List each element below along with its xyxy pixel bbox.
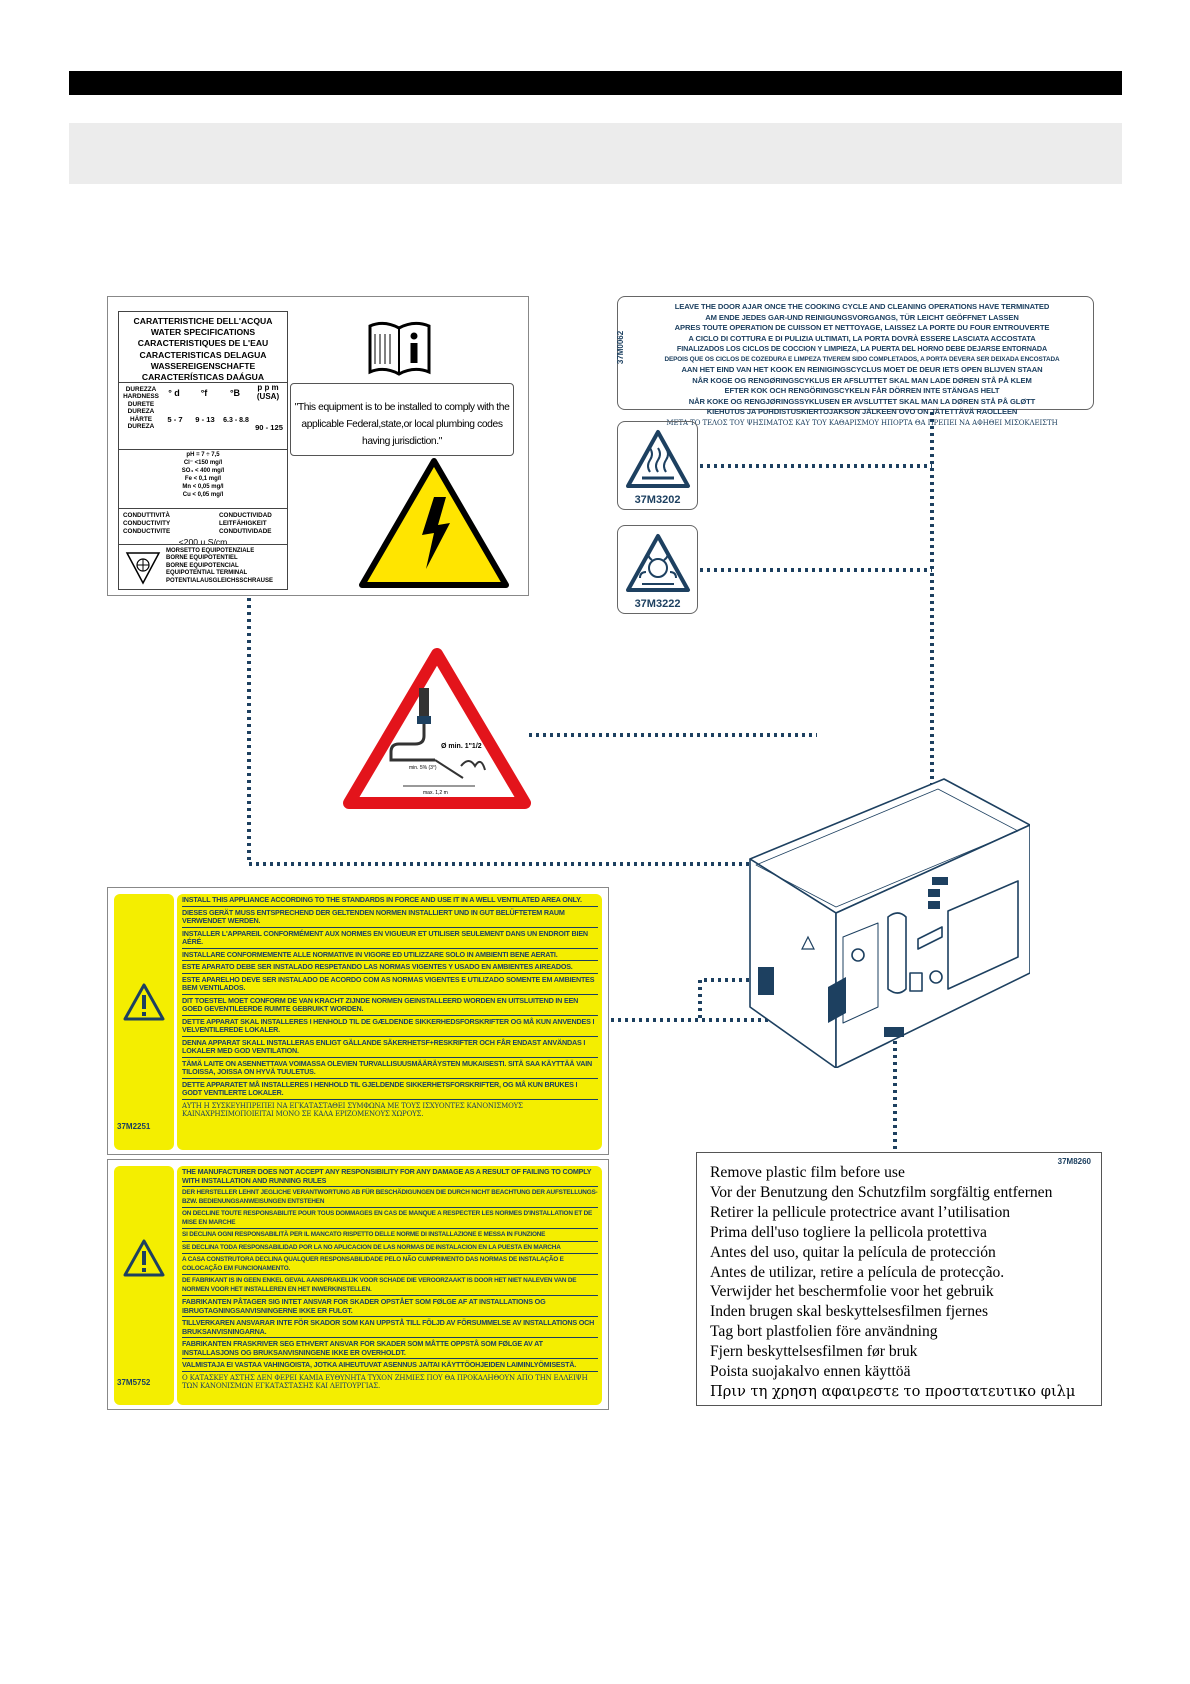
door-ajar-label: 37M0062 LEAVE THE DOOR AJAR ONCE THE COO… bbox=[616, 296, 1094, 427]
value-ppm: 90 - 125 bbox=[255, 423, 283, 432]
unit-b: °B bbox=[229, 388, 241, 398]
water-spec-titles: CARATTERISTICHE DELL'ACQUA WATER SPECIFI… bbox=[133, 316, 273, 383]
value-b: 6.3 - 8.8 bbox=[223, 417, 249, 424]
water-specifications-label: CARATTERISTICHE DELL'ACQUA WATER SPECIFI… bbox=[107, 296, 529, 596]
high-voltage-icon bbox=[359, 458, 509, 588]
water-spec-panel: CARATTERISTICHE DELL'ACQUA WATER SPECIFI… bbox=[118, 311, 288, 550]
value-f: 9 - 13 bbox=[195, 415, 215, 424]
conductivity-section: CONDUTTIVITÀ CONDUCTIVITY CONDUCTIVITE C… bbox=[119, 508, 287, 551]
door-label-code: 37M0062 bbox=[616, 330, 626, 365]
hot-surface-label: 37M3202 bbox=[617, 421, 698, 510]
drain-warning-icon: Ø min. 1"1/2 min. 5% (3°) max. 1,2 m bbox=[343, 648, 531, 809]
liability-warning-label: 37M5752 THE MANUFACTURER DOES NOT ACCEPT… bbox=[107, 1159, 609, 1410]
liability-warning-side: 37M5752 bbox=[114, 1166, 174, 1405]
hardness-labels: DUREZZA HARDNESS DURETE DUREZA HÄRTE DUR… bbox=[123, 386, 159, 431]
chemical-limits: pH = 7 ÷ 7,5 Cl⁻ <150 mg/l SO₄ < 400 mg/… bbox=[181, 452, 225, 498]
door-label-text: LEAVE THE DOOR AJAR ONCE THE COOKING CYC… bbox=[664, 302, 1060, 427]
unit-ppm: p p m (USA) bbox=[256, 383, 280, 401]
unit-f: °f bbox=[200, 388, 208, 398]
installation-warning-label: 37M2251 INSTALL THIS APPLIANCE ACCORDING… bbox=[107, 887, 609, 1155]
film-label-text: Remove plastic film before use Vor der B… bbox=[710, 1164, 1076, 1400]
equipotential-terminal-box: MORSETTO EQUIPOTENZIALE BORNE EQUIPOTENT… bbox=[118, 544, 288, 590]
slope-text: min. 5% (3°) bbox=[409, 765, 437, 771]
caution-icon bbox=[123, 983, 165, 1021]
hot-steam-code: 37M3222 bbox=[634, 598, 681, 610]
hot-steam-label: 37M3222 bbox=[617, 525, 698, 614]
pipe-size-text: Ø min. 1"1/2 bbox=[441, 743, 482, 750]
hardness-table: DUREZZA HARDNESS DURETE DUREZA HÄRTE DUR… bbox=[119, 382, 287, 450]
manual-info-icon bbox=[368, 321, 431, 376]
liability-warning-text: THE MANUFACTURER DOES NOT ACCEPT ANY RES… bbox=[177, 1166, 602, 1405]
installation-warning-side: 37M2251 bbox=[114, 894, 174, 1150]
film-label-code: 37M8260 bbox=[1057, 1157, 1091, 1166]
value-d: 5 - 7 bbox=[167, 415, 183, 424]
liability-label-code: 37M5752 bbox=[117, 1378, 151, 1387]
caution-icon bbox=[123, 1239, 165, 1277]
plumbing-compliance-notice: "This equipment is to be installed to co… bbox=[290, 383, 514, 456]
equipotential-icon bbox=[125, 552, 161, 585]
remove-film-label: 37M8260 Remove plastic film before use V… bbox=[696, 1152, 1102, 1406]
hot-surface-icon bbox=[626, 430, 690, 488]
installation-warning-text: INSTALL THIS APPLIANCE ACCORDING TO THE … bbox=[177, 894, 602, 1150]
section-title-bar bbox=[69, 123, 1122, 184]
conductivity-value: <200 μ S/cm bbox=[178, 537, 228, 547]
hot-steam-icon bbox=[626, 534, 690, 592]
installation-label-code: 37M2251 bbox=[117, 1122, 151, 1131]
combi-oven-illustration bbox=[749, 778, 1030, 1068]
unit-d: ° d bbox=[168, 388, 180, 398]
length-text: max. 1,2 m bbox=[423, 790, 448, 796]
header-bar bbox=[69, 71, 1122, 95]
hot-surface-code: 37M3202 bbox=[634, 494, 681, 506]
